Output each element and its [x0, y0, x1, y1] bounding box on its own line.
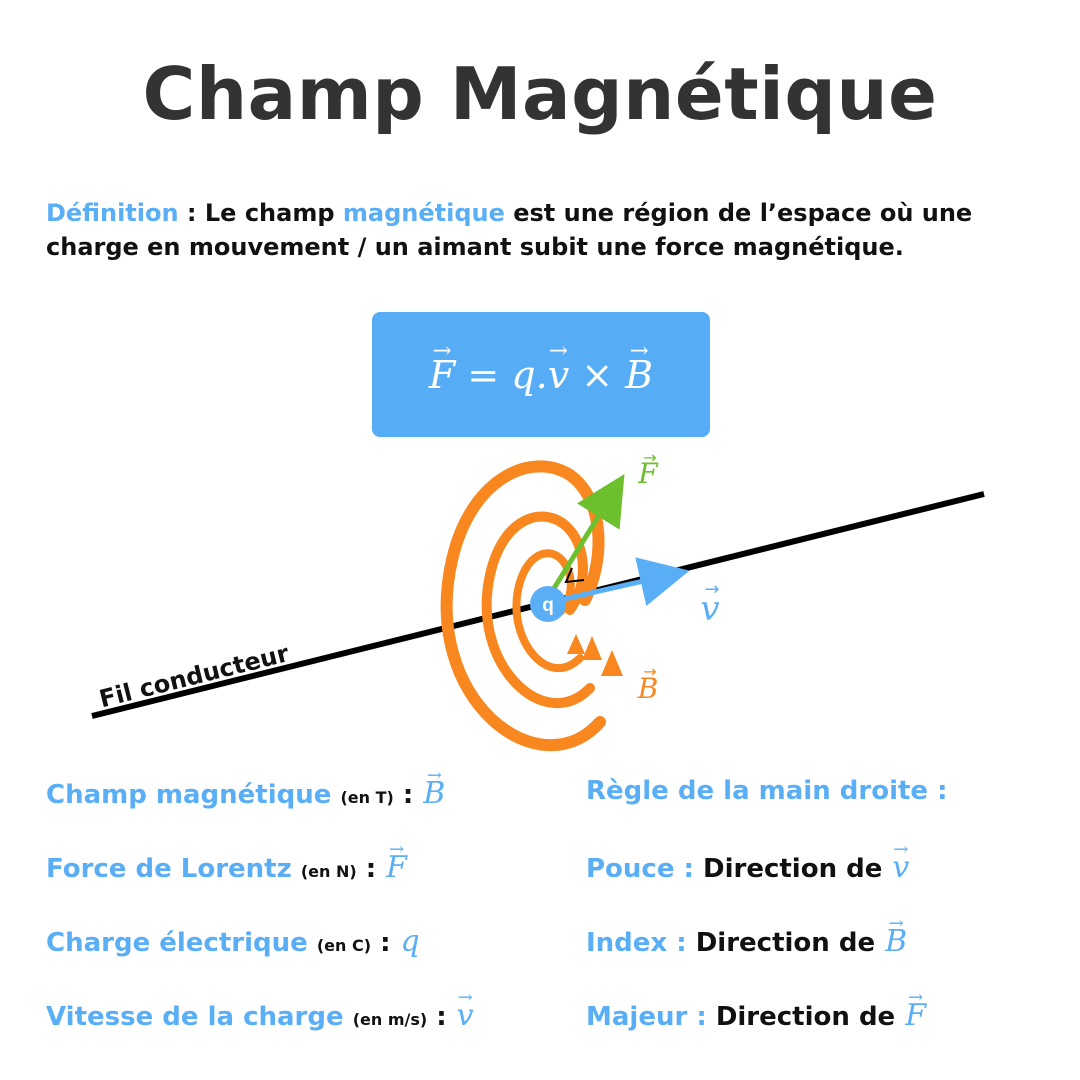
field-label-group: B →	[637, 662, 659, 705]
definition-separator: :	[178, 199, 205, 227]
quantity-symbol: B	[423, 776, 445, 811]
lorentz-formula: F = q.v × B	[429, 353, 653, 397]
rule-text: Direction de	[695, 928, 876, 958]
quantity-symbol: q	[400, 924, 420, 959]
formula-cross: ×	[569, 352, 626, 397]
formula-box: F = q.v × B	[372, 312, 710, 437]
rule-finger: Majeur :	[586, 1002, 707, 1032]
quantity-unit: (en N)	[300, 862, 357, 881]
velocity-label: v	[700, 589, 719, 629]
quantity-name: Vitesse de la charge	[46, 1002, 344, 1032]
magnetic-field-diagram: q Fil conducteur F → v → B →	[91, 448, 985, 752]
quantity-row-field: Champ magnétique (en T) :B	[46, 776, 445, 811]
force-label-group: F →	[637, 448, 659, 490]
force-label: F	[637, 457, 659, 490]
formula-force-vector: F	[429, 353, 455, 397]
velocity-label-group: v →	[700, 579, 719, 629]
quantity-name: Charge électrique	[46, 928, 308, 958]
definition-text: Définition : Le champ magnétique est une…	[46, 196, 1056, 264]
right-hand-rule-title: Règle de la main droite :	[586, 776, 948, 806]
right-angle-mark	[564, 567, 585, 584]
rule-row-thumb: Pouce : Direction de v	[586, 850, 909, 885]
field-arrowhead-middle	[582, 636, 602, 660]
rule-symbol: v	[892, 850, 909, 885]
quantity-unit: (en m/s)	[352, 1010, 428, 1029]
definition-part2: est une région de l’espace où une charge…	[46, 199, 973, 261]
rule-finger: Index :	[586, 928, 687, 958]
page-title: Champ Magnétique	[142, 52, 938, 136]
rule-symbol: B	[885, 924, 907, 959]
velocity-vector-arrow	[559, 557, 690, 607]
velocity-label-arrow: →	[704, 579, 719, 600]
rule-text: Direction de	[703, 854, 883, 884]
charge-label: q	[542, 595, 554, 616]
quantity-row-force: Force de Lorentz (en N) :F	[46, 850, 407, 885]
quantity-row-charge: Charge électrique (en C) :q	[46, 924, 420, 959]
formula-velocity-vector: v	[548, 353, 569, 397]
rule-row-middle-finger: Majeur : Direction de F	[586, 998, 926, 1033]
definition-part1: Le champ	[204, 199, 343, 227]
formula-field-vector: B	[625, 353, 653, 397]
field-loop-middle	[481, 511, 595, 708]
field-arrowhead-inner	[567, 634, 585, 654]
charge-circle	[530, 586, 566, 622]
definition-label: Définition	[46, 199, 179, 227]
definition-highlight: magnétique	[342, 199, 505, 227]
quantity-unit: (en T)	[340, 788, 394, 807]
rule-row-index: Index : Direction de B	[586, 924, 907, 959]
quantity-symbol: v	[457, 998, 474, 1033]
quantity-name: Champ magnétique	[46, 780, 332, 810]
force-label-arrow: →	[643, 448, 656, 467]
force-vector-arrow	[550, 473, 625, 592]
rule-symbol: F	[905, 998, 926, 1033]
quantity-unit: (en C)	[316, 936, 372, 955]
quantity-row-velocity: Vitesse de la charge (en m/s) :v	[46, 998, 474, 1033]
field-label-arrow: →	[643, 662, 656, 681]
formula-equals-q: = q.	[455, 352, 548, 397]
quantity-name: Force de Lorentz	[46, 854, 292, 884]
rule-finger: Pouce :	[586, 854, 694, 884]
field-loop-inner	[512, 549, 584, 673]
quantity-symbol: F	[386, 850, 407, 885]
rule-text: Direction de	[715, 1002, 896, 1032]
field-label: B	[637, 672, 659, 705]
field-arrowhead-outer	[601, 650, 623, 676]
field-direction-arrows	[567, 634, 623, 676]
